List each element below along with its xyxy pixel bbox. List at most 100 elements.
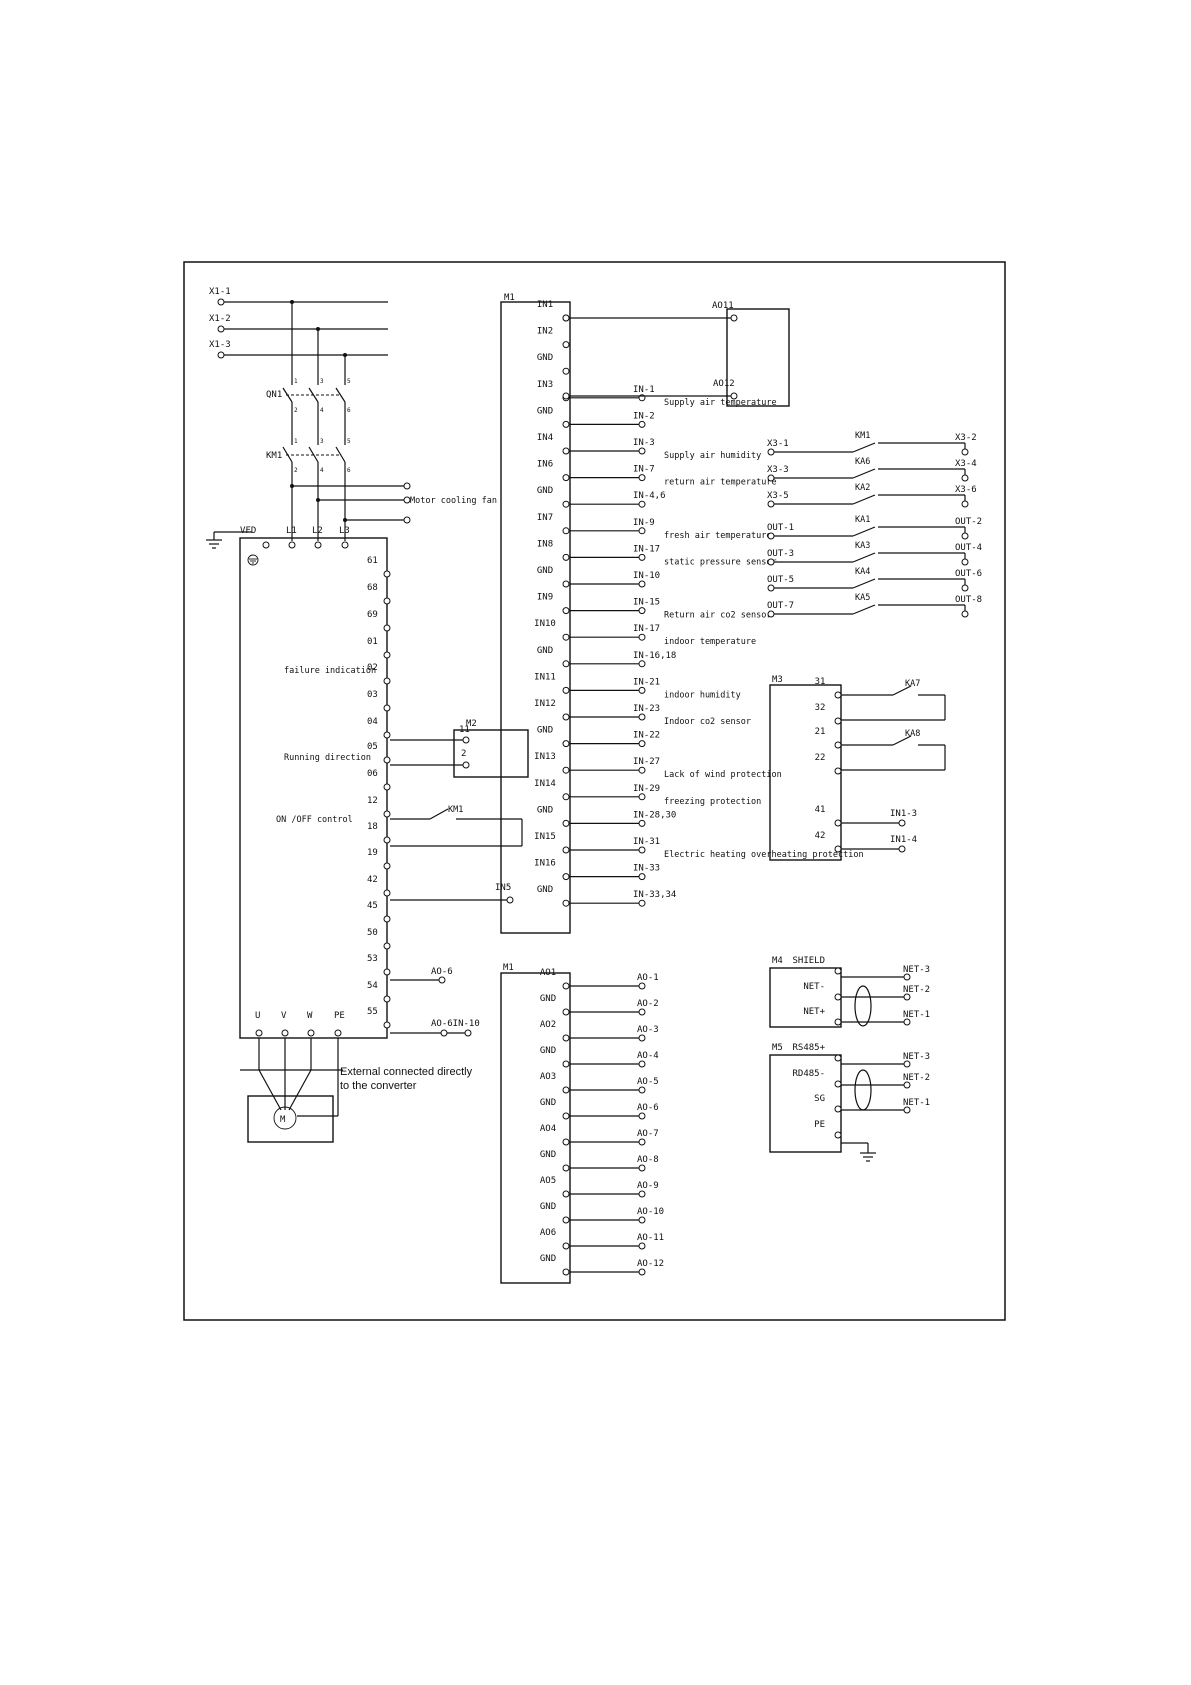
vfd-terminal-label: 54 — [367, 981, 378, 991]
direction-relay-pin-1: 11 — [459, 725, 470, 735]
controller-pin-label: GND — [537, 353, 553, 363]
m3-pin-terminal — [834, 845, 842, 853]
vfd-top-terminal-label: L1 — [286, 526, 297, 536]
svg-text:6: 6 — [347, 467, 351, 474]
controller-row-terminal — [638, 713, 646, 721]
relay-right-label: X3-4 — [955, 459, 977, 469]
controller-row-net: IN-4,6 — [633, 491, 666, 501]
vfd-terminal-label: 06 — [367, 769, 378, 779]
controller-pin-label: IN13 — [534, 752, 556, 762]
actuator-box — [726, 308, 790, 407]
vfd-terminal — [383, 836, 391, 844]
relay-right-terminal — [961, 532, 969, 540]
relay-switch-label: KA4 — [855, 567, 870, 577]
relay-left-terminal — [767, 474, 775, 482]
ao-pin-terminal — [562, 1190, 570, 1198]
relay-switch-icon — [852, 442, 876, 453]
ao-net-label: AO-5 — [637, 1077, 659, 1087]
vfd-terminal-label: 03 — [367, 690, 378, 700]
controller-pin-terminal — [562, 527, 570, 535]
onoff-loop: KM1 — [390, 805, 523, 847]
vfd-top-terminal-label: L2 — [312, 526, 323, 536]
supply-terminal-3 — [217, 351, 225, 359]
fan-terminal — [403, 496, 411, 504]
controller-box — [500, 301, 571, 934]
net-out-terminal — [903, 1060, 911, 1068]
controller-row-net: IN-10 — [633, 571, 660, 581]
motor-note-line2: to the converter — [340, 1080, 417, 1092]
relay-left-terminal — [767, 448, 775, 456]
vfd-terminal — [383, 862, 391, 870]
fan-terminal — [403, 482, 411, 490]
relay-switch-icon — [852, 578, 876, 589]
controller-pin-terminal — [562, 660, 570, 668]
ao-net-terminal — [638, 982, 646, 990]
in5-label: IN5 — [495, 883, 511, 893]
controller-row-net: IN-17 — [633, 624, 660, 634]
vfd-terminal — [383, 570, 391, 578]
ao-pin-label: AO6 — [540, 1228, 556, 1238]
relay-switch-icon — [852, 526, 876, 537]
controller-pin-label: IN8 — [537, 539, 553, 549]
controller-row-desc: return air temperature — [664, 478, 777, 488]
controller-pin-terminal — [562, 367, 570, 375]
controller-pin-label: GND — [537, 885, 553, 895]
m3-pin-label: 41 — [815, 805, 826, 815]
relay-switch-label: KA1 — [855, 515, 870, 525]
vfd-terminal-label: 45 — [367, 901, 378, 911]
direction-relay-box — [453, 729, 529, 778]
motor-icon — [273, 1106, 297, 1130]
controller-row-net: IN-23 — [633, 704, 660, 714]
ao-net-label: AO-6 — [637, 1103, 659, 1113]
net-out-terminal — [903, 1106, 911, 1114]
m3-pin-terminal — [834, 691, 842, 699]
direction-relay: M2 11 2 — [390, 719, 529, 778]
controller-pin-terminal — [562, 447, 570, 455]
ao-net-terminal — [638, 1060, 646, 1068]
m3-pin-terminal — [834, 819, 842, 827]
in5-terminal — [506, 896, 514, 904]
controller-row-terminal — [638, 660, 646, 668]
net1-label: M4 — [772, 956, 783, 966]
net-pin-label: SG — [814, 1094, 825, 1104]
ao-block-label: M1 — [503, 963, 514, 973]
controller-pin-terminal — [562, 899, 570, 907]
vfd-terminal-label: 69 — [367, 610, 378, 620]
controller-row-terminal — [638, 819, 646, 827]
ao-net-terminal — [638, 1268, 646, 1276]
controller-pin-terminal — [562, 341, 570, 349]
controller-pin-label: IN10 — [534, 619, 556, 629]
relay-switch-icon — [852, 468, 876, 479]
relay-switch-label: KA5 — [855, 593, 870, 603]
net-out-terminal — [903, 1018, 911, 1026]
controller-row-net: IN-15 — [633, 598, 660, 608]
svg-text:4: 4 — [320, 467, 324, 474]
controller-row-terminal — [638, 686, 646, 694]
controller-row-desc: fresh air temperature — [664, 531, 771, 541]
ao-pin-label: GND — [540, 1098, 556, 1108]
controller-pin-label: IN3 — [537, 380, 553, 390]
controller-pin-label: IN14 — [534, 779, 556, 789]
net-out-label: NET-3 — [903, 1052, 930, 1062]
vfd-terminal-label: 02 — [367, 663, 378, 673]
controller-label: M1 — [504, 293, 515, 303]
vfd-terminal — [383, 810, 391, 818]
net2-box — [769, 1054, 842, 1153]
ao-pin-label: GND — [540, 1046, 556, 1056]
controller-row-terminal — [638, 580, 646, 588]
controller-row-terminal — [638, 793, 646, 801]
net-out-label: NET-3 — [903, 965, 930, 975]
controller-pin-label: IN2 — [537, 327, 553, 337]
onoff-control-label: ON /OFF control — [276, 815, 353, 825]
vfd-terminal — [383, 783, 391, 791]
net-pin-label: PE — [814, 1120, 825, 1130]
relay-left-terminal — [767, 500, 775, 508]
vfd-terminal — [383, 756, 391, 764]
relay-switch-label: KM1 — [855, 431, 870, 441]
ao-pin-label: GND — [540, 994, 556, 1004]
vfd-terminal-label: 68 — [367, 583, 378, 593]
controller-pin-label: IN9 — [537, 593, 553, 603]
svg-text:3: 3 — [320, 378, 324, 385]
ao-pin-terminal — [562, 1060, 570, 1068]
